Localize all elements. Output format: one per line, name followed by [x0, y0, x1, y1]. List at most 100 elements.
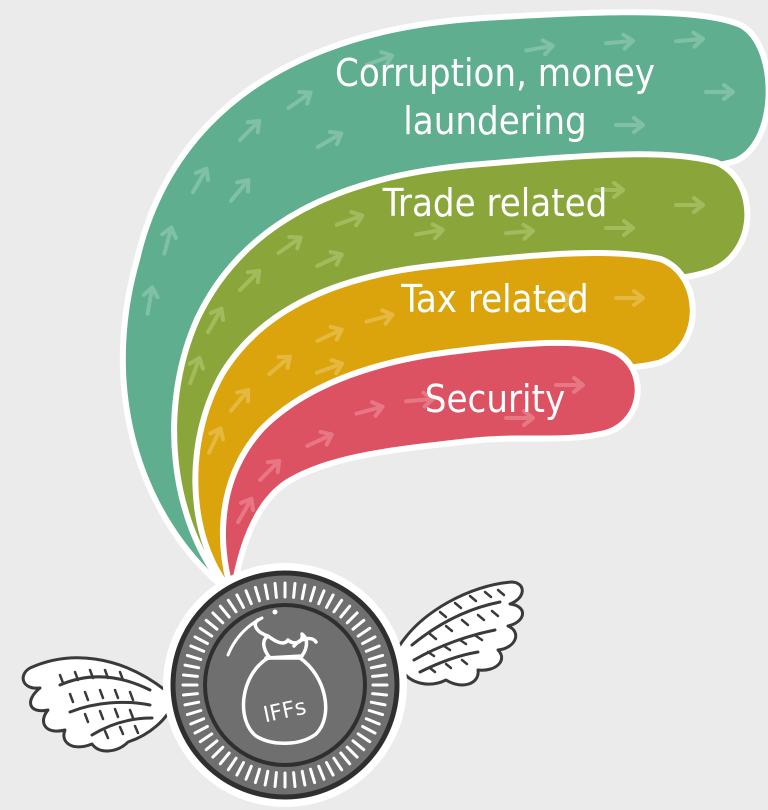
coin-rim-tick: [263, 583, 270, 601]
coin-rim-tick: [325, 761, 335, 777]
flow-arrow-icon: [614, 116, 645, 134]
coin-rim-tick: [189, 717, 206, 726]
band-security: [219, 339, 641, 588]
right-wing-icon: [396, 580, 524, 687]
coin-rim-tick: [226, 756, 238, 772]
coin-rim-tick: [182, 692, 199, 697]
flow-arrow-icon: [364, 50, 395, 68]
flow-arrow-icon: [674, 30, 705, 49]
coin-rim-tick: [182, 673, 199, 678]
band-trade-label: Trade related: [382, 181, 608, 225]
coin-rim-tick: [332, 756, 344, 772]
flow-arrow-icon: [404, 390, 435, 409]
coin-rim-tick: [244, 589, 253, 606]
coin-rim-tick: [332, 598, 344, 614]
coin-rim-tick: [371, 673, 388, 678]
band-corruption-label-line1: Corruption, money: [335, 51, 655, 95]
coin-rim-tick: [309, 767, 317, 785]
coin-rim-tick: [367, 653, 385, 661]
flow-arrow-icon: [314, 358, 345, 376]
coin-rim-tick: [226, 598, 238, 614]
coin-rim-tick: [292, 771, 297, 788]
flow-arrow-icon: [594, 181, 625, 199]
coin-rim-tick: [339, 751, 352, 766]
coin-rim-tick: [218, 604, 231, 619]
flow-arrow-icon: [238, 268, 262, 292]
flow-arrow-icon: [206, 306, 226, 335]
coin-rim-tick: [198, 732, 214, 744]
flow-arrow-icon: [334, 210, 365, 228]
coin-rim-tick: [198, 626, 214, 638]
flow-arrow-icon: [364, 308, 395, 326]
coin-rim-tick: [204, 618, 219, 631]
coin-rim-tick: [371, 692, 388, 697]
coin-rim-tick: [185, 709, 203, 717]
coin-rim-tick: [317, 589, 326, 606]
flow-arrow-icon: [236, 496, 256, 525]
flow-arrow-icon: [141, 285, 160, 316]
flow-arrow-icon: [229, 178, 251, 203]
coin-rim-tick: [235, 761, 245, 777]
coin-rim-tick: [193, 725, 209, 735]
flow-arrow-icon: [614, 289, 645, 307]
coin-rim-ticks: [181, 581, 389, 789]
flow-arrow-icon: [524, 38, 555, 57]
coin-rim-tick: [273, 771, 278, 788]
flow-arrow-icon: [258, 458, 282, 482]
flow-arrow-icon: [315, 249, 344, 268]
coin-rim-tick: [204, 739, 219, 752]
coin-rim-tick: [361, 635, 377, 645]
flow-arrow-icon: [354, 400, 385, 418]
flow-arrow-icon: [160, 225, 178, 256]
coin-rim-tick: [325, 593, 335, 609]
coin-rim-tick: [244, 764, 253, 781]
flow-arrow-icon: [504, 409, 535, 427]
flow-arrow-icon: [276, 234, 303, 256]
flow-arrow-icon: [238, 118, 262, 142]
coin-rim-tick: [367, 709, 385, 717]
flow-arrows: [141, 30, 735, 525]
coin-rim-tick: [253, 767, 261, 785]
flow-arrow-icon: [554, 376, 585, 394]
flow-arrow-icon: [229, 388, 251, 413]
coin-rim-tick: [211, 611, 225, 625]
coin-rim-tick: [356, 626, 372, 638]
coin: IFFs: [163, 563, 407, 807]
coin-rim-tick: [309, 585, 317, 603]
band-corruption-label-line2: laundering: [403, 99, 586, 143]
coin-rim-tick: [345, 611, 359, 625]
coin-rim-tick: [300, 769, 307, 787]
coin-rim-tick: [356, 732, 372, 744]
coin-rim-tick: [369, 663, 387, 670]
coin-rim-tick: [183, 700, 201, 707]
band-security-label: Security: [425, 377, 565, 421]
coin-rim-tick: [253, 585, 261, 603]
flow-arrow-icon: [315, 129, 344, 149]
coin-shine-dot: [272, 609, 278, 615]
flow-arrow-icon: [207, 426, 226, 455]
flow-arrow-icon: [305, 429, 334, 448]
coin-rim-tick: [345, 745, 359, 759]
coin-inner-ring: [203, 603, 367, 767]
flow-arrow-icon: [187, 355, 205, 386]
coin-rim-tick: [218, 751, 231, 766]
flow-arrow-icon: [414, 222, 445, 241]
coin-rim-tick: [361, 725, 377, 735]
flow-arrow-icon: [544, 290, 575, 309]
flow-arrow-icon: [604, 219, 635, 237]
coin-rim-tick: [339, 604, 352, 619]
flow-arrow-icon: [267, 354, 292, 376]
flow-arrow-icon: [674, 196, 705, 214]
flow-arrow-icon: [286, 89, 313, 111]
coin-rim-tick: [235, 593, 245, 609]
flow-arrow-icon: [504, 222, 535, 241]
coin-rim-tick: [183, 663, 201, 670]
money-bag-icon: [241, 618, 328, 745]
coin-rim-tick: [189, 644, 206, 653]
flow-arrow-icon: [704, 83, 735, 101]
flow-arrow-icon: [191, 166, 211, 195]
coin-rim-tick: [369, 700, 387, 707]
flow-arrow-icon: [604, 32, 635, 51]
